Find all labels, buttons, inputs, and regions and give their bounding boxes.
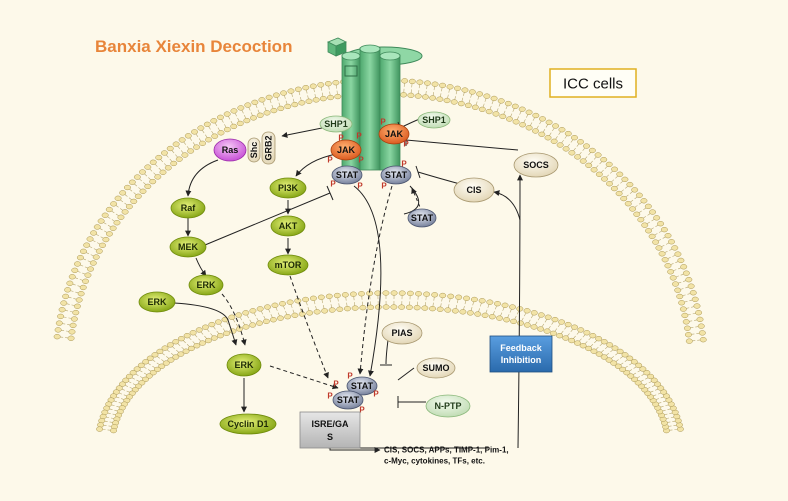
nuclear-membrane (96, 291, 683, 433)
node-shc-label: Shc (249, 142, 259, 159)
node-raf-label: Raf (181, 203, 197, 213)
phospho-1: P (327, 156, 333, 165)
edge-shp1-to-grb2 (282, 128, 322, 136)
phospho-n4: P (373, 390, 379, 399)
phospho-n1: P (347, 372, 353, 381)
node-grb2: GRB2 (262, 132, 275, 164)
node-nptp-label: N-PTP (435, 401, 462, 411)
cell-label: ICC cells (563, 76, 623, 93)
phospho-10: P (401, 160, 407, 169)
node-stat-left-label: STAT (336, 170, 359, 180)
node-akt: AKT (271, 216, 305, 236)
node-cyclin-d1-label: Cyclin D1 (227, 419, 268, 429)
node-erk-1: ERK (189, 275, 223, 295)
feedback-inhibition-box: Feedback Inhibition (490, 336, 552, 372)
edge-stat-to-nucleus (354, 186, 381, 376)
node-mek: MEK (170, 237, 206, 257)
diagram-title: Banxia Xiexin Decoction (95, 37, 292, 56)
node-mek-label: MEK (178, 242, 199, 252)
node-grb2-label: GRB2 (264, 135, 274, 160)
edge-feedback-to-cis (494, 192, 520, 220)
phospho-9: P (381, 182, 387, 191)
node-erk-3: ERK (227, 354, 261, 376)
isre-line-1: ISRE/GA (311, 419, 349, 429)
edge-free-stat-to-receptor (412, 188, 422, 212)
node-pi3k: PI3K (270, 178, 306, 198)
node-erk-1-label: ERK (196, 280, 216, 290)
node-stat-free: STAT (408, 209, 436, 227)
node-erk-2: ERK (139, 292, 175, 312)
node-erk-2-label: ERK (147, 297, 167, 307)
feedback-line-1: Feedback (500, 343, 543, 353)
edge-mek-to-erk (196, 258, 206, 276)
node-shp1-left: SHP1 (320, 116, 352, 132)
node-pi3k-label: PI3K (278, 183, 299, 193)
node-jak-right-label: JAK (385, 129, 404, 139)
node-sumo-label: SUMO (423, 363, 450, 373)
isre-gas-box: ISRE/GA S (300, 412, 360, 448)
node-stat-right-label: STAT (385, 170, 408, 180)
node-cis: CIS (454, 178, 494, 202)
phospho-4: P (356, 132, 362, 141)
phospho-n3: P (327, 392, 333, 401)
edge-ras-to-raf (188, 160, 218, 196)
feedback-line-2: Inhibition (501, 355, 542, 365)
node-mtor: mTOR (268, 255, 308, 275)
inhibit-mek-stat (205, 193, 330, 245)
phospho-8: P (357, 182, 363, 191)
inhibit-pias-stat (386, 340, 388, 364)
node-socs-label: SOCS (523, 160, 549, 170)
node-mtor-label: mTOR (275, 260, 302, 270)
node-akt-label: AKT (279, 221, 298, 231)
node-shp1-right-label: SHP1 (422, 115, 446, 125)
phospho-6: P (403, 140, 409, 149)
node-raf: Raf (171, 198, 205, 218)
node-shp1-left-label: SHP1 (324, 119, 348, 129)
node-sumo: SUMO (417, 358, 455, 378)
node-nptp: N-PTP (426, 395, 470, 417)
targets-line-2: c-Myc, cytokines, TFs, etc. (384, 457, 485, 466)
node-erk-3-label: ERK (234, 360, 254, 370)
node-cis-label: CIS (466, 185, 481, 195)
node-stat-free-label: STAT (411, 213, 434, 223)
node-socs: SOCS (514, 153, 558, 177)
node-shc: Shc (248, 138, 260, 162)
phospho-n2: P (333, 380, 339, 389)
inhibit-cis-stat (418, 172, 460, 184)
phospho-3: P (338, 134, 344, 143)
node-jak-left-label: JAK (337, 145, 356, 155)
inhibit-socs-jak (406, 140, 518, 150)
node-ras-label: Ras (222, 145, 239, 155)
edge-mtor-to-stat (290, 276, 328, 378)
inhibit-sumo-stat (398, 368, 414, 380)
node-stat-nuclear-bottom-label: STAT (337, 395, 360, 405)
targets-line-1: CIS, SOCS, APPs, TIMP-1, Pim-1, (384, 446, 509, 455)
node-pias-label: PIAS (391, 328, 412, 338)
node-jak-left: JAK (331, 140, 361, 160)
phospho-2: P (358, 156, 364, 165)
herb-cube-icon (328, 38, 346, 56)
phospho-7: P (330, 180, 336, 189)
node-stat-nuclear-top-label: STAT (351, 381, 374, 391)
node-shp1-right: SHP1 (418, 112, 450, 128)
phospho-5: P (380, 118, 386, 127)
node-pias: PIAS (382, 322, 422, 344)
node-ras: Ras (214, 139, 246, 161)
node-cyclin-d1: Cyclin D1 (220, 414, 276, 434)
isre-line-2: S (327, 432, 333, 442)
